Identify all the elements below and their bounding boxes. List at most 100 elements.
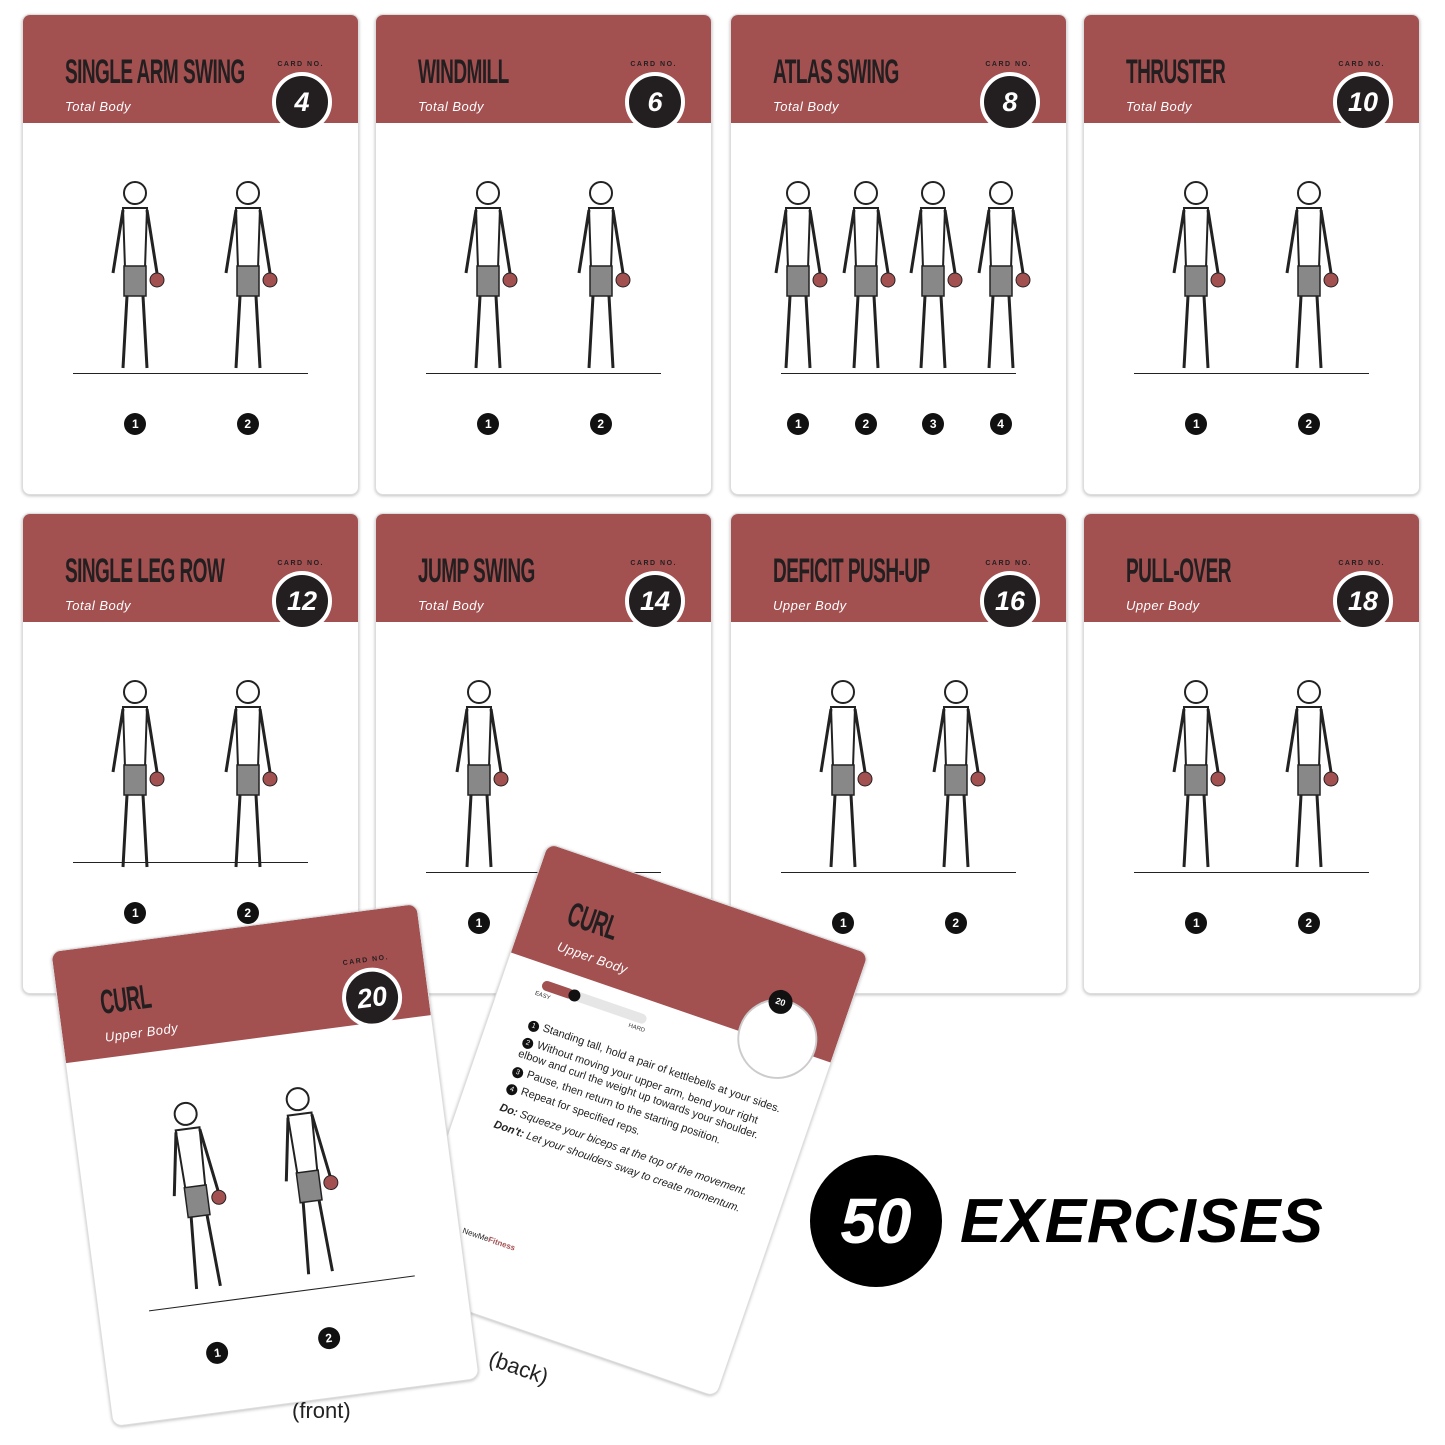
exercise-card: SINGLE LEG ROW Total Body CARD NO. 12 1 … (22, 513, 359, 994)
exercise-illustration: 1 2 (23, 622, 358, 993)
exercise-figure (464, 181, 518, 369)
exercise-figure (774, 181, 828, 369)
exercise-illustration: 1 2 (1084, 622, 1419, 993)
exercise-illustration: 1 2 (65, 1011, 479, 1427)
exercise-figure (909, 181, 963, 369)
card-header: SINGLE LEG ROW Total Body CARD NO. 12 (23, 514, 358, 631)
card-no-label: CARD NO. (985, 560, 1032, 567)
floor-line (781, 872, 1016, 873)
exercise-illustration: 1 2 (731, 622, 1066, 993)
floor-line (781, 373, 1016, 374)
card-category: Total Body (65, 99, 131, 114)
card-number-badge: 14 (625, 571, 685, 631)
step-number: 1 (468, 912, 490, 934)
card-no-label: CARD NO. (342, 954, 390, 968)
exercise-count-badge: 50 (810, 1155, 942, 1287)
card-category: Upper Body (773, 598, 847, 613)
card-category: Total Body (1126, 99, 1192, 114)
card-category: Upper Body (1126, 598, 1200, 613)
step-number: 1 (477, 413, 500, 435)
card-title: PULL-OVER (1126, 552, 1232, 590)
card-category: Upper Body (555, 938, 630, 977)
card-no-label: CARD NO. (1338, 560, 1385, 567)
newmefitness-logo: NewMeFitness (461, 1226, 517, 1253)
card-no-label: CARD NO. (630, 61, 677, 68)
exercise-figure (284, 1087, 339, 1275)
card-category: Total Body (65, 598, 131, 613)
floor-line (426, 373, 661, 374)
exercise-illustration: 1 2 (1084, 123, 1419, 494)
step-number: 1 (1185, 413, 1208, 435)
card-category: Total Body (773, 99, 839, 114)
easy-label: EASY (533, 990, 552, 1002)
step-number: 1 (787, 413, 810, 435)
card-title: WINDMILL (418, 53, 509, 91)
step-number: 1 (205, 1340, 230, 1366)
card-category: Total Body (418, 99, 484, 114)
exercise-card: SINGLE ARM SWING Total Body CARD NO. 4 1… (22, 14, 359, 495)
card-number-badge: 10 (1333, 72, 1393, 132)
card-title: SINGLE ARM SWING (65, 53, 245, 91)
floor-line (73, 373, 308, 374)
card-header: JUMP SWING Total Body CARD NO. 14 (376, 514, 711, 631)
step-number: 2 (589, 413, 612, 435)
exercise-figure (1285, 181, 1339, 369)
exercise-card: DEFICIT PUSH-UP Upper Body CARD NO. 16 1… (730, 513, 1067, 994)
card-category: Upper Body (103, 1020, 179, 1045)
card-no-label: CARD NO. (985, 61, 1032, 68)
card-title: DEFICIT PUSH-UP (773, 552, 930, 590)
step-number: 4 (989, 413, 1012, 435)
exercise-figure (224, 181, 278, 369)
card-header: DEFICIT PUSH-UP Upper Body CARD NO. 16 (731, 514, 1066, 631)
card-number-badge: 12 (272, 571, 332, 631)
exercise-card: ATLAS SWING Total Body CARD NO. 8 1 2 3 … (730, 14, 1067, 495)
step-number: 2 (1297, 912, 1320, 934)
exercises-label: EXERCISES (960, 1186, 1324, 1256)
step-number: 2 (316, 1325, 342, 1351)
card-header: SINGLE ARM SWING Total Body CARD NO. 4 (23, 15, 358, 132)
card-no-label: CARD NO. (1338, 61, 1385, 68)
card-title: CURL (562, 895, 623, 948)
card-number-badge: 8 (980, 72, 1040, 132)
step-number: 2 (236, 902, 259, 924)
exercise-card: THRUSTER Total Body CARD NO. 10 1 2 (1083, 14, 1420, 495)
card-title: THRUSTER (1126, 53, 1226, 91)
exercise-figure (932, 680, 986, 868)
exercise-card: WINDMILL Total Body CARD NO. 6 1 2 (375, 14, 712, 495)
step-number: 2 (1297, 413, 1320, 435)
card-header: ATLAS SWING Total Body CARD NO. 8 (731, 15, 1066, 132)
exercise-figure (819, 680, 873, 868)
card-no-label: CARD NO. (277, 560, 324, 567)
exercise-figure (111, 680, 165, 868)
floor-line (1134, 373, 1369, 374)
exercise-figure (1172, 181, 1226, 369)
exercise-figure (1172, 680, 1226, 868)
exercise-figure (173, 1101, 227, 1290)
step-number: 1 (124, 902, 147, 924)
hard-label: HARD (627, 1022, 646, 1035)
card-no-label: CARD NO. (277, 61, 324, 68)
exercise-figure (1285, 680, 1339, 868)
exercise-figure (455, 680, 509, 868)
card-header: WINDMILL Total Body CARD NO. 6 (376, 15, 711, 132)
step-number: 2 (944, 912, 967, 934)
back-caption: (back) (485, 1345, 552, 1390)
card-category: Total Body (418, 598, 484, 613)
exercise-figure (224, 680, 278, 868)
exercise-illustration: 1 2 3 4 (731, 123, 1066, 494)
curl-card-front: CURL Upper Body CARD NO. 20 1 2 (50, 902, 480, 1428)
step-number: 1 (124, 413, 147, 435)
floor-line (1134, 872, 1369, 873)
card-title: JUMP SWING (418, 552, 535, 590)
exercise-figure (111, 181, 165, 369)
promo-50-exercises: 50 EXERCISES (810, 1155, 1324, 1287)
card-title: CURL (97, 977, 154, 1022)
card-number-badge: 16 (980, 571, 1040, 631)
card-title: SINGLE LEG ROW (65, 552, 225, 590)
step-number: 1 (1185, 912, 1208, 934)
exercise-figure (842, 181, 896, 369)
step-number: 2 (854, 413, 877, 435)
card-header: THRUSTER Total Body CARD NO. 10 (1084, 15, 1419, 132)
card-title: ATLAS SWING (773, 53, 899, 91)
card-no-label: CARD NO. (630, 560, 677, 567)
